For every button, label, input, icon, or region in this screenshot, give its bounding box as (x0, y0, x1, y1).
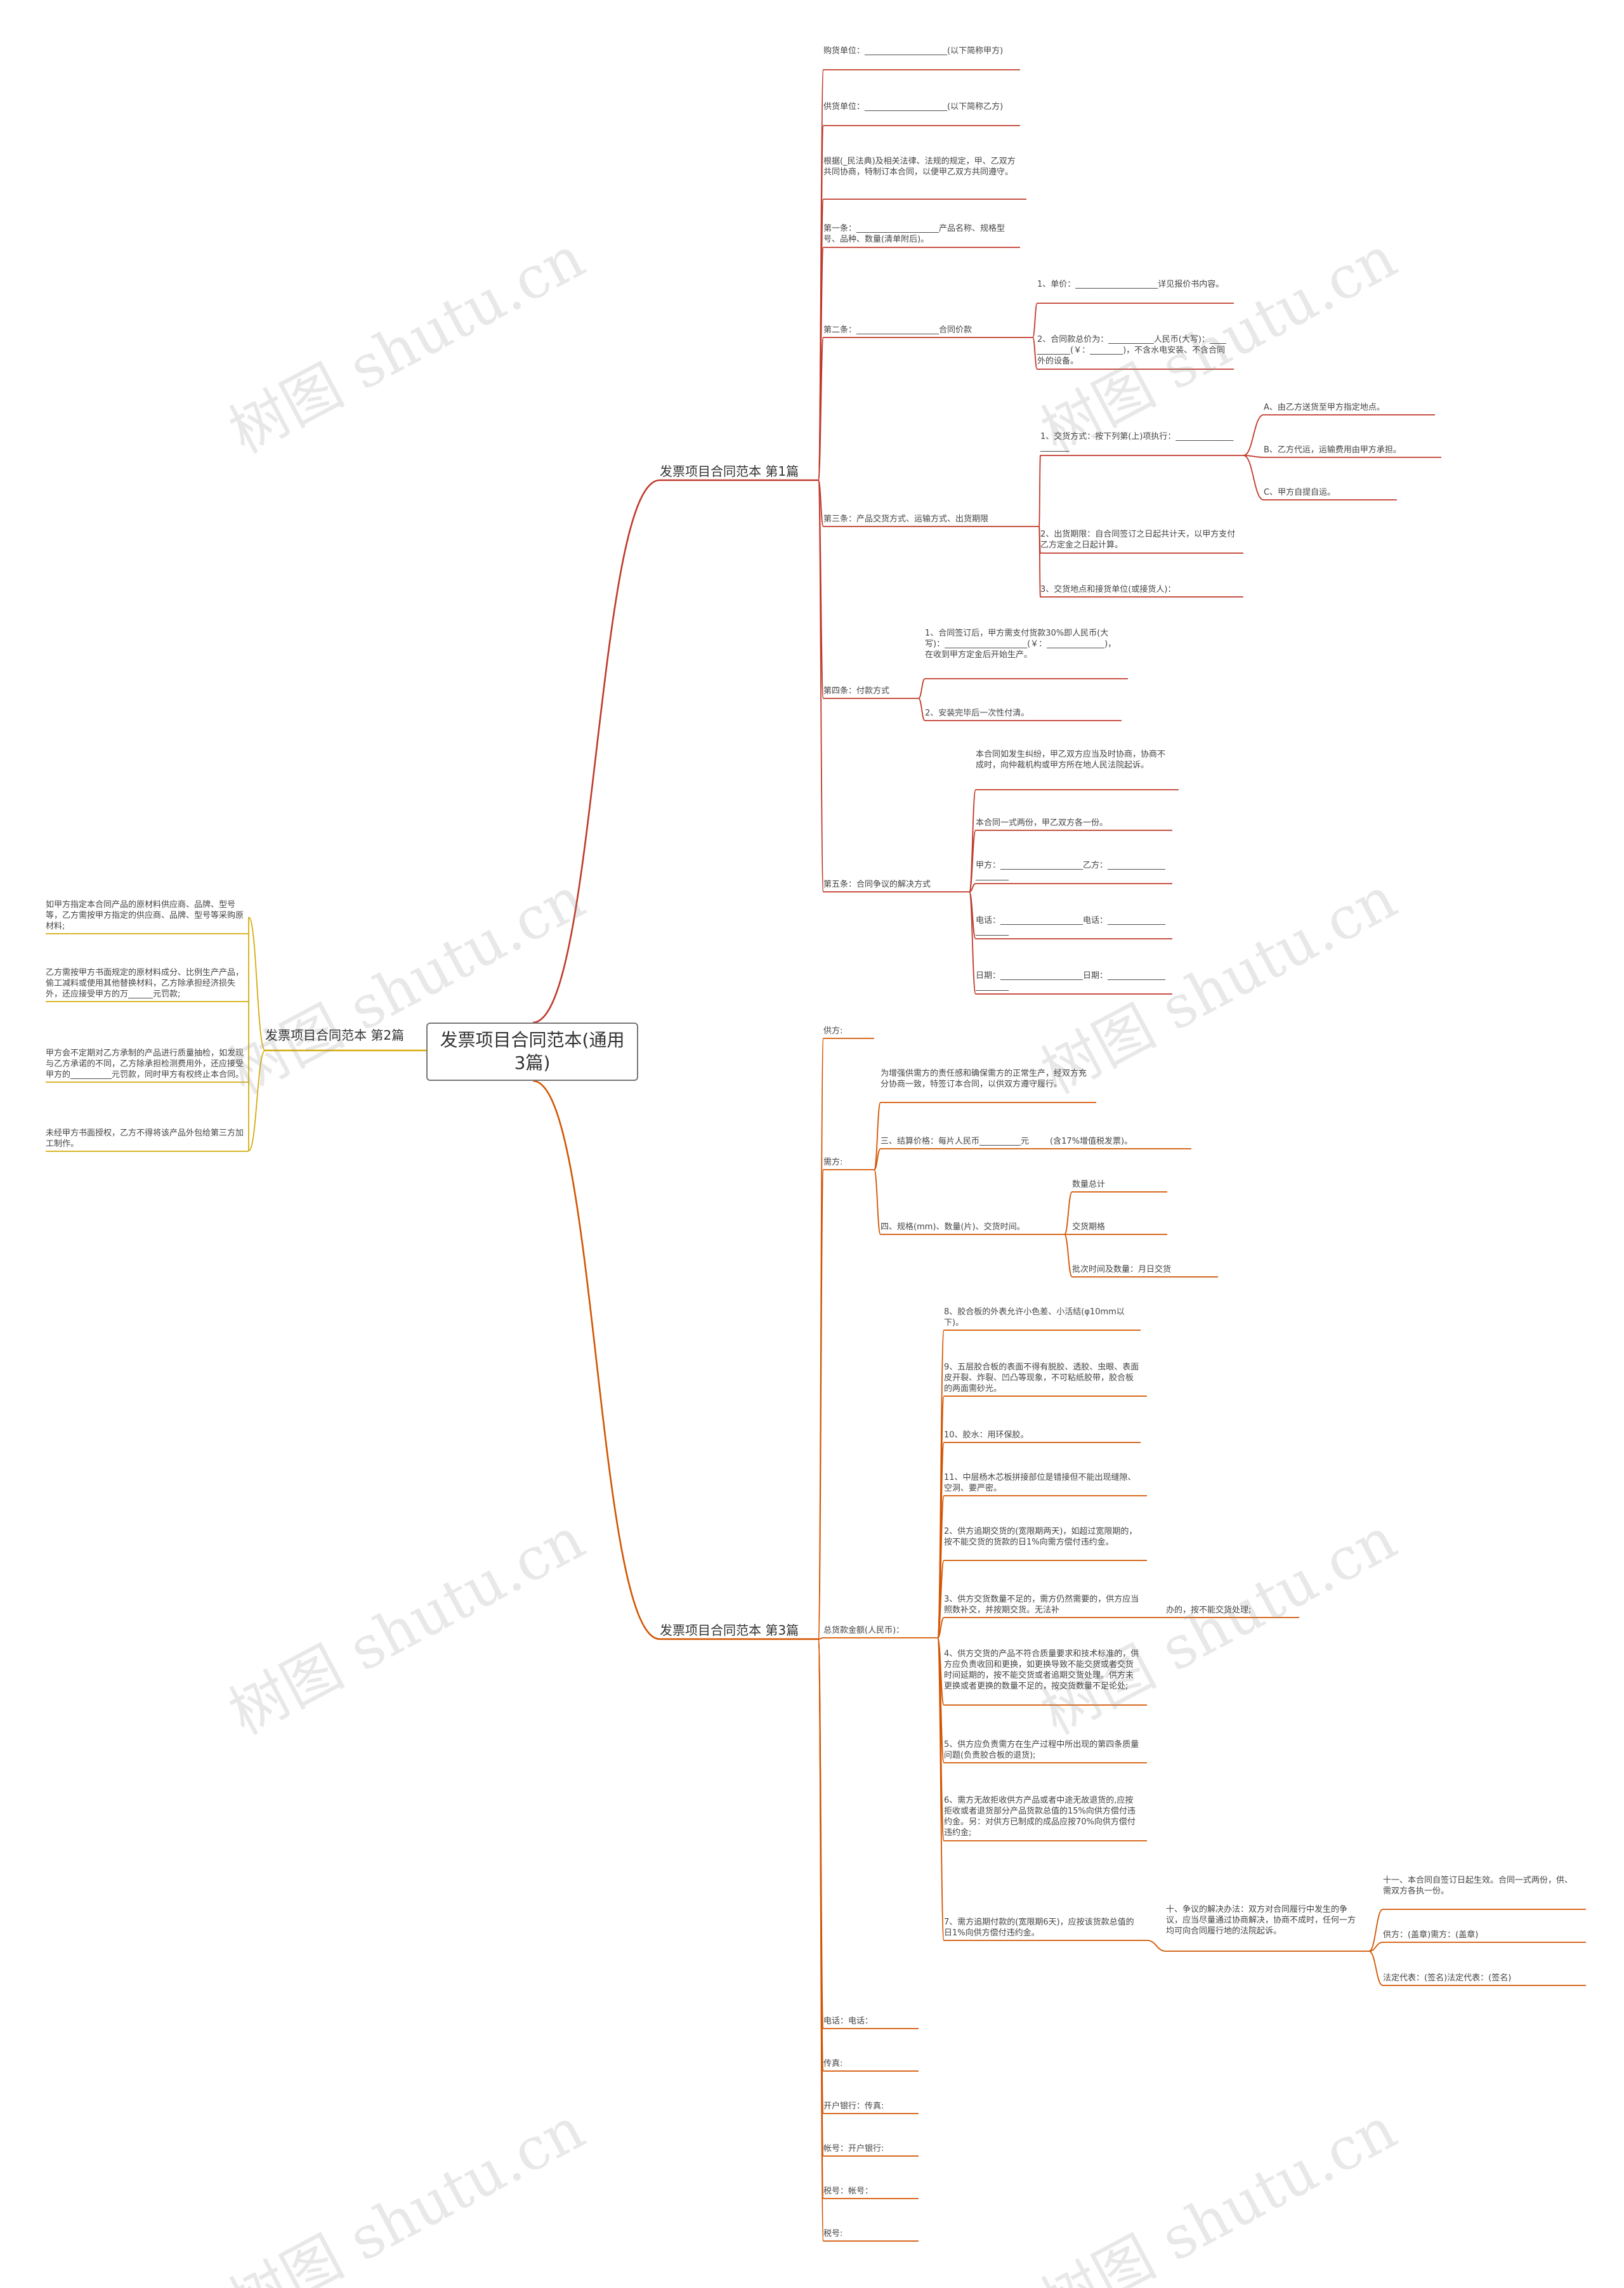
node-c-purpose[interactable]: 为增强供需方的责任感和确保需方的正常生产，经双方充分协商一致，特签订本合同，以供… (881, 1069, 1087, 1089)
node-phones[interactable]: 电话：____________________电话：______________… (976, 916, 1166, 936)
connector-19 (818, 480, 824, 892)
node-c-quality-nonconform[interactable]: 4、供方交货的产品不符合质量要求和技术标准的，供方应负责收回和更换，如更换导致不… (944, 1649, 1139, 1691)
node-c-price[interactable]: 三、结算价格：每片人民币__________元 (含17%增值税发票)。 (881, 1137, 1133, 1146)
node-c-effective[interactable]: 十一、本合同自签订日起生效。合同一式两份，供、需双方各执一份。 (1383, 1876, 1573, 1896)
connector-110 (1146, 1940, 1167, 1952)
node-c-tax-id[interactable]: 税号：帐号： (823, 2187, 874, 2196)
connector-60 (818, 1169, 824, 1640)
connector-41 (969, 789, 976, 892)
connector-43 (969, 830, 976, 892)
connector-45 (969, 883, 976, 892)
node-b2-outsourcing[interactable]: 未经甲方书面授权，乙方不得将该产品外包给第三方加工制作。 (46, 1128, 244, 1149)
branch-1-label[interactable]: 发票项目合同范本 第1篇 (660, 464, 799, 479)
branch-2-label[interactable]: 发票项目合同范本 第2篇 (265, 1028, 405, 1043)
node-b2-material-spec[interactable]: 乙方需按甲方书面规定的原材料成分、比例生产产品，偷工减料或使用其他替换材料，乙方… (46, 968, 244, 999)
node-article-5[interactable]: 第五条：合同争议的解决方式 (823, 880, 931, 889)
node-c-handle-as-undelivered[interactable]: 办的，按不能交货处理; (1166, 1605, 1252, 1615)
connector-21 (1032, 303, 1038, 338)
node-unit-price[interactable]: 1、单价：____________________详见报价书内容。 (1037, 280, 1224, 289)
node-b2-supplier-designation[interactable]: 如甲方指定本合同产品的原材料供应商、品牌、型号等，乙方需按甲方指定的供应商、品牌… (46, 900, 244, 931)
connector-37 (918, 678, 926, 699)
node-copies[interactable]: 本合同一式两份，甲乙双方各一份。 (976, 818, 1108, 828)
node-dispute[interactable]: 本合同如发生纠纷，甲乙双方应当及时协商，协商不成时，向仲裁机构或甲方所在地人民法… (976, 750, 1166, 770)
connector-76 (874, 1102, 881, 1170)
connector-0 (532, 479, 660, 1024)
connector-57 (248, 1050, 266, 1151)
node-c-supplier[interactable]: 供方: (823, 1026, 843, 1036)
connector-98 (937, 1617, 945, 1638)
node-c-item-11[interactable]: 11、中层杨木芯板拼接部位是错接但不能出现缝隙、空洞、要严密。 (944, 1473, 1136, 1493)
node-c-late-payment[interactable]: 7、需方追期付款的(宽限期6天)，应按该货款总值的日1%向供方偿付违约金。 (944, 1918, 1134, 1938)
node-c-fax[interactable]: 传真: (823, 2059, 843, 2069)
connector-106 (937, 1637, 945, 1941)
node-c-bank[interactable]: 开户银行：传真: (823, 2102, 884, 2111)
node-c-spec[interactable]: 四、规格(mm)、数量(片)、交货时间。 (881, 1222, 1025, 1232)
node-option-c[interactable]: C、甲方自提自运。 (1264, 488, 1336, 497)
connector-39 (918, 698, 926, 721)
node-option-a[interactable]: A、由乙方送货至甲方指定地点。 (1264, 403, 1385, 412)
node-article-3[interactable]: 第三条：产品交货方式、运输方式、出货期限 (823, 514, 989, 524)
branch-3-label[interactable]: 发票项目合同范本 第3篇 (660, 1623, 799, 1638)
node-c-seals[interactable]: 供方：(盖章)需方：(盖章) (1383, 1930, 1479, 1940)
node-payment-2[interactable]: 2、安装完毕后一次性付清。 (925, 709, 1030, 718)
connector-74 (818, 1638, 824, 2242)
node-delivery-method[interactable]: 1、交货方式：按下列第(上)项执行：_____________________ (1040, 432, 1234, 452)
root-topic[interactable]: 发票项目合同范本(通用3篇) (426, 1023, 638, 1081)
node-c-phone[interactable]: 电话：电话： (823, 2017, 874, 2026)
node-c-quantity-total[interactable]: 数量总计 (1072, 1180, 1106, 1189)
node-supplier[interactable]: 供货单位：____________________(以下简称乙方) (823, 102, 1004, 112)
connector-96 (937, 1560, 945, 1638)
connector-78 (874, 1148, 881, 1170)
node-c-delivery-grid[interactable]: 交货期格 (1072, 1222, 1106, 1232)
node-c-short-delivery[interactable]: 3、供方交货数量不足的，需方仍然需要的，供方应当照数补交，并按期交货。无法补 (944, 1595, 1139, 1615)
node-payment-1[interactable]: 1、合同签订后，甲方需支付货款30%即人民币(大写)：_____________… (925, 629, 1116, 660)
connector-33 (1243, 455, 1264, 458)
node-c-account[interactable]: 帐号：开户银行: (823, 2144, 884, 2154)
connector-13 (818, 337, 824, 481)
connector-31 (1243, 414, 1264, 456)
connector-23 (1032, 337, 1038, 370)
connector-86 (1064, 1234, 1073, 1278)
node-c-batch[interactable]: 批次时间及数量：月日交货 (1072, 1265, 1172, 1274)
node-c-late-delivery[interactable]: 2、供方追期交货的(宽限期两天)，如超过宽限期的，按不能交货的货款的日1%向需方… (944, 1527, 1137, 1547)
connector-29 (1038, 526, 1041, 598)
connector-114 (1368, 1942, 1384, 1952)
connector-62 (818, 1637, 824, 1640)
connector-15 (818, 480, 824, 527)
connector-82 (1064, 1191, 1073, 1235)
node-delivery-place[interactable]: 3、交货地点和接货单位(或接货人)： (1040, 585, 1176, 594)
node-delivery-deadline[interactable]: 2、出货期限：自合同签订之日起共计天，以甲方支付乙方定金之日起计算。 (1040, 530, 1236, 550)
node-c-total-amount[interactable]: 总货款金额(人民币)： (823, 1626, 905, 1635)
node-c-buyer[interactable]: 需方: (823, 1158, 843, 1167)
connector-3 (532, 1080, 660, 1640)
node-dates[interactable]: 日期：____________________日期：______________… (976, 971, 1166, 991)
connector-35 (1243, 455, 1264, 500)
connector-112 (1368, 1909, 1384, 1952)
node-article-1[interactable]: 第一条：____________________产品名称、规格型号、品种、数量(… (823, 224, 1005, 244)
node-purchaser[interactable]: 购货单位：____________________(以下简称甲方) (823, 46, 1004, 56)
node-c-tax[interactable]: 税号: (823, 2229, 843, 2239)
node-article-2[interactable]: 第二条：____________________合同价款 (823, 325, 972, 335)
connector-25 (1038, 455, 1041, 527)
node-c-signatures[interactable]: 法定代表：(签名)法定代表：(签名) (1383, 1973, 1512, 1983)
connector-116 (1368, 1951, 1384, 1986)
connector-56 (248, 917, 266, 1051)
node-article-4[interactable]: 第四条：付款方式 (823, 686, 890, 696)
node-total-price[interactable]: 2、合同款总价为：___________人民币(大写)：____________… (1037, 335, 1226, 366)
node-party-names[interactable]: 甲方：____________________乙方：______________… (976, 861, 1166, 881)
node-b2-quality-check[interactable]: 甲方会不定期对乙方承制的产品进行质量抽检，如发现与乙方承诺的不同，乙方除承担检测… (46, 1049, 244, 1080)
connector-80 (874, 1169, 881, 1235)
node-c-item-8[interactable]: 8、胶合板的外表允许小色差、小活结(φ10mm以下)。 (944, 1307, 1125, 1328)
node-c-item-10[interactable]: 10、胶水：用环保胶。 (944, 1430, 1029, 1440)
node-legal-basis[interactable]: 根据(_民法典)及相关法律、法规的规定，甲、乙双方共同协商，特制订本合同，以便甲… (823, 157, 1016, 177)
node-option-b[interactable]: B、乙方代运，运输费用由甲方承担。 (1264, 445, 1401, 455)
connector-49 (969, 891, 976, 995)
node-c-quality-problem[interactable]: 5、供方应负责需方在生产过程中所出现的第四条质量问题(负责胶合板的退货); (944, 1740, 1139, 1760)
node-c-dispute[interactable]: 十、争议的解决办法：双方对合同履行中发生的争议，应当尽量通过协商解决，协商不成时… (1166, 1905, 1356, 1936)
node-c-item-9[interactable]: 9、五层胶合板的表面不得有脱胶、透胶、虫眼、表面皮开裂、炸裂、凹凸等现象，不可粘… (944, 1363, 1139, 1394)
node-c-reject-goods[interactable]: 6、需方无故拒收供方产品或者中途无故退货的,应按拒收或者退货部分产品货款总值的1… (944, 1796, 1136, 1838)
